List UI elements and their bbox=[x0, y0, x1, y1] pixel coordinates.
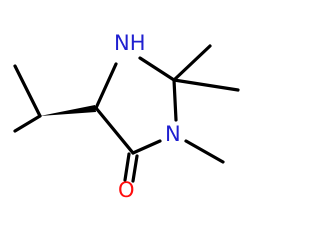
bond-c2-n3 bbox=[172, 78, 178, 122]
atom-label-o: O bbox=[118, 178, 135, 202]
bond-stereo-wedge bbox=[40, 105, 96, 116]
bond-c4-c5 bbox=[94, 106, 135, 155]
bond-isopropyl-lower bbox=[13, 114, 42, 133]
bond-n3-c4 bbox=[131, 139, 162, 155]
bond-c2-methyl-a bbox=[172, 44, 212, 82]
bond-isopropyl-upper bbox=[13, 64, 42, 118]
bond-carbonyl-2 bbox=[131, 154, 139, 183]
bond-c5-nh bbox=[94, 62, 118, 110]
bond-carbonyl-1 bbox=[123, 152, 131, 182]
atom-label-nh: NH bbox=[114, 31, 146, 55]
molecule-structure: NH N O bbox=[13, 31, 240, 202]
bond-n3-methyl bbox=[184, 139, 225, 164]
bond-nh-c2 bbox=[138, 56, 176, 82]
atom-label-n: N bbox=[165, 122, 181, 146]
bond-c2-methyl-b bbox=[172, 78, 240, 92]
